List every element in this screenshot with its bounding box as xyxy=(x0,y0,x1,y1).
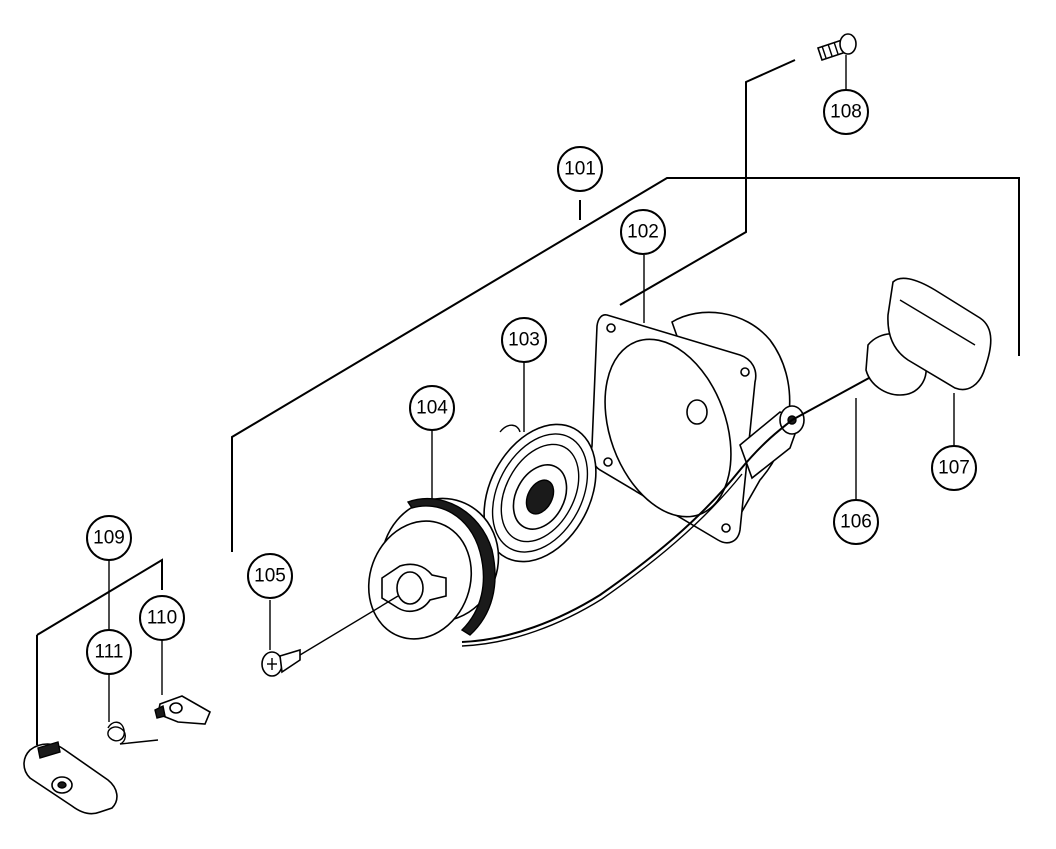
bracket-108 xyxy=(619,59,796,306)
callout-102: 102 xyxy=(620,209,666,255)
callout-104: 104 xyxy=(409,385,455,431)
callout-104-label: 104 xyxy=(416,398,448,419)
callout-105: 105 xyxy=(247,553,293,599)
callout-109: 109 xyxy=(86,515,132,561)
callout-103-label: 103 xyxy=(508,330,540,351)
callout-101: 101 xyxy=(557,146,603,192)
leader-lines xyxy=(108,55,955,722)
starter-housing-part xyxy=(590,311,805,544)
callout-101-label: 101 xyxy=(564,159,596,180)
ratchet-109-part xyxy=(23,741,118,815)
starter-handle-part xyxy=(865,277,992,396)
callout-111: 111 xyxy=(86,629,132,675)
spring-111-part xyxy=(107,721,159,745)
callout-103: 103 xyxy=(501,317,547,363)
callout-106: 106 xyxy=(833,499,879,545)
bracket-109 xyxy=(36,558,163,745)
callout-110-label: 110 xyxy=(147,608,177,629)
starter-rope-part xyxy=(461,371,881,647)
callout-106-label: 106 xyxy=(840,512,872,533)
recoil-spring-part xyxy=(483,423,597,563)
assembly-bracket-101 xyxy=(231,177,1020,552)
callout-105-label: 105 xyxy=(254,566,286,587)
callout-108: 108 xyxy=(823,89,869,135)
screw-105-part xyxy=(261,595,399,677)
bolt-108-part xyxy=(816,33,857,62)
callout-107: 107 xyxy=(931,445,977,491)
rope-reel-part xyxy=(367,497,500,640)
callout-111-label: 111 xyxy=(95,642,124,663)
callout-108-label: 108 xyxy=(830,102,862,123)
callout-102-label: 102 xyxy=(627,222,659,243)
callout-107-label: 107 xyxy=(938,458,970,479)
callout-110: 110 xyxy=(139,595,185,641)
pawl-110-part xyxy=(154,695,212,725)
callout-109-label: 109 xyxy=(93,528,125,549)
